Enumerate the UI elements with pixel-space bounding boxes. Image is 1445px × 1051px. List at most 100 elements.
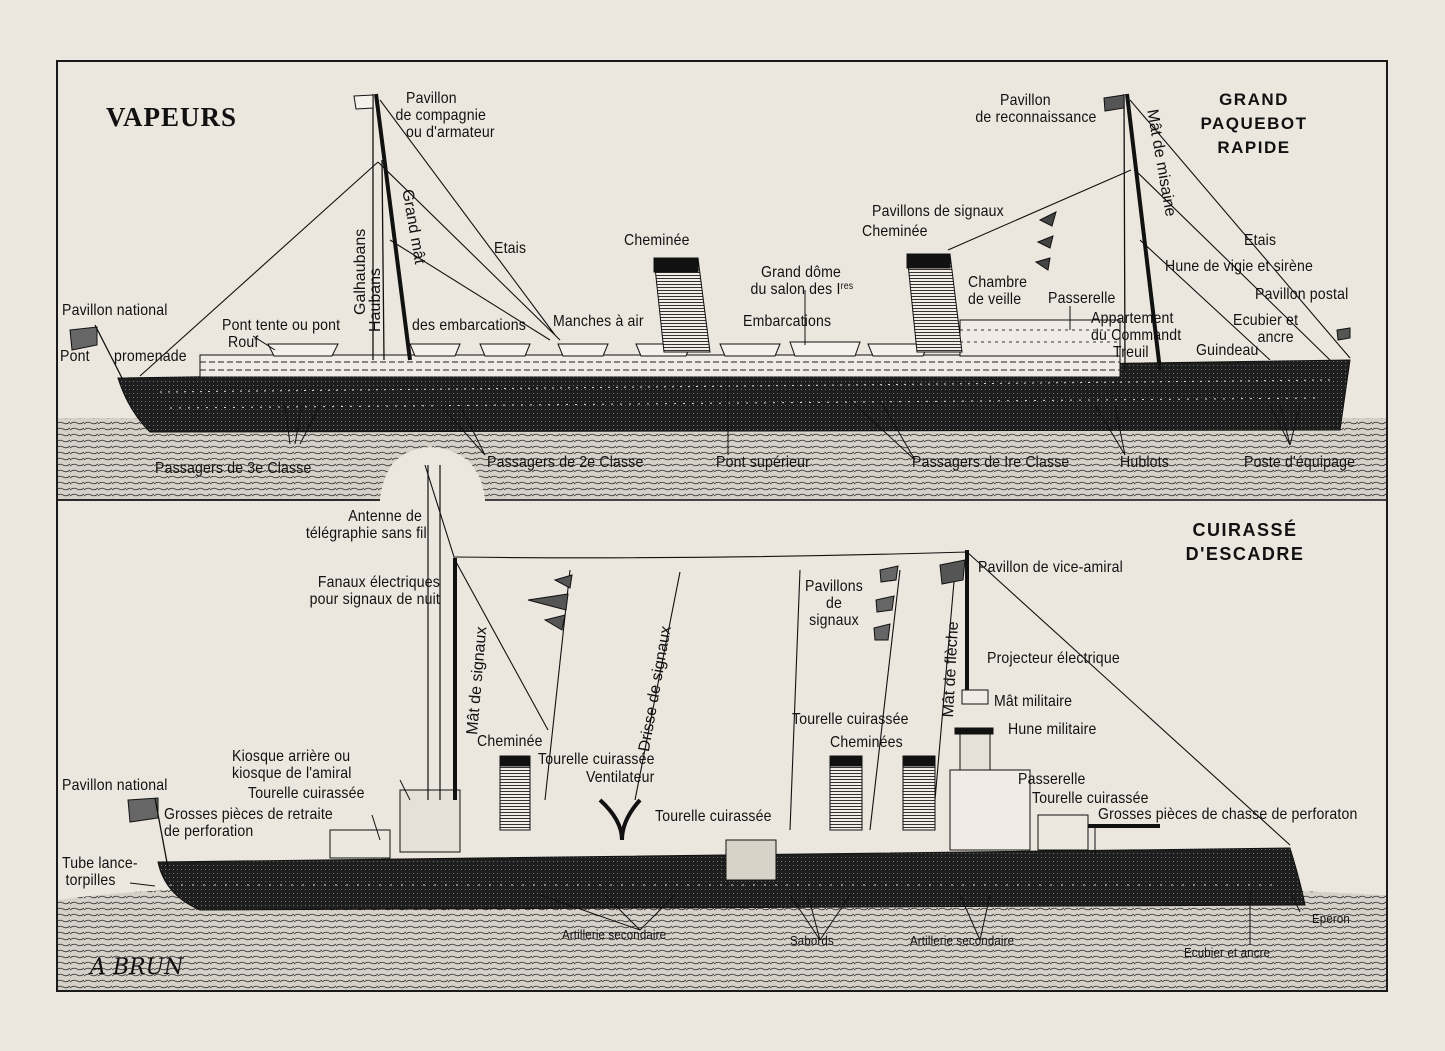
liner-main-mast	[374, 93, 412, 361]
label-passagers-3: Passagers de 3e Classe	[155, 460, 312, 477]
battleship-funnel-2	[829, 759, 863, 831]
label-line: de compagnie	[395, 107, 487, 124]
label-artillerie-2: Artillerie secondaire	[910, 933, 1015, 948]
label-tourelle-aft: Tourelle cuirassée	[248, 785, 365, 802]
battleship-ship	[127, 464, 1306, 911]
label-mat-militaire: Mât militaire	[994, 693, 1073, 710]
label-tourelle-mid: Tourelle cuirassée	[792, 711, 909, 728]
label-promenade: promenade	[114, 348, 187, 365]
label-line: torpilles	[65, 872, 116, 889]
label-sabords: Sabords	[790, 933, 834, 948]
label-artillerie-1: Artillerie secondaire	[562, 927, 667, 942]
label-line: Antenne de	[348, 508, 422, 525]
label-pavillons-de-signaux: Pavillons de signaux	[799, 578, 869, 629]
battleship-mid-turret	[725, 839, 777, 881]
label-hune-vigie: Hune de vigie et sirène	[1165, 258, 1314, 275]
label-line: de	[825, 595, 843, 612]
label-line: ancre	[1257, 329, 1294, 346]
label-chambre-veille: Chambre de veille	[968, 274, 1027, 308]
label-liner-cheminee-2: Cheminée	[862, 223, 928, 240]
label-tourelle-fore: Tourelle cuirassée	[1032, 790, 1149, 807]
battleship-funnel-1	[499, 759, 531, 831]
label-line: Appartement	[1091, 310, 1174, 327]
label-haubans: Haubans	[367, 267, 384, 332]
label-cheminees: Cheminées	[830, 734, 903, 751]
battleship-vice-admiral-flag	[939, 559, 966, 585]
liner-leaders	[252, 290, 1301, 461]
label-tourelle-lower: Tourelle cuirassée	[655, 808, 772, 825]
label-kiosque: Kiosque arrière ou kiosque de l'amiral	[232, 748, 352, 782]
label-line: télégraphie sans fil	[305, 525, 427, 542]
battleship-funnel-3	[902, 759, 936, 831]
label-line: Kiosque arrière ou	[232, 748, 351, 765]
label-projecteur: Projecteur électrique	[987, 650, 1120, 667]
label-pont: Pont	[60, 348, 90, 365]
label-fanaux: Fanaux électriques pour signaux de nuit	[283, 574, 440, 608]
label-grosses-chasse: Grosses pièces de chasse de perforaton	[1098, 806, 1358, 823]
plate-frame	[56, 60, 1388, 992]
label-line: signaux	[809, 612, 859, 629]
liner-fore-mast	[1125, 93, 1162, 371]
battleship-national-flag	[127, 797, 159, 823]
label-embarcations: Embarcations	[743, 313, 832, 330]
liner-hull	[117, 359, 1351, 433]
label-guindeau: Guindeau	[1196, 342, 1259, 359]
liner-title-line2: RAPIDE	[1217, 138, 1291, 157]
label-pavillon-vice-amiral: Pavillon de vice-amiral	[978, 559, 1123, 576]
battleship-leaders	[129, 779, 1301, 945]
label-appartement: Appartement du Commandt	[1091, 310, 1181, 344]
label-eperon: Eperon	[1312, 911, 1350, 926]
label-tube-lance-torpilles: Tube lance- torpilles	[62, 855, 138, 889]
label-hune-militaire: Hune militaire	[1008, 721, 1097, 738]
label-manches-a-air: Manches à air	[553, 313, 644, 330]
battleship-aft-turret	[329, 829, 391, 859]
label-line: de perforation	[164, 823, 254, 840]
label-pont-superieur: Pont supérieur	[716, 454, 811, 471]
label-line: Pavillons	[805, 578, 863, 595]
label-line: du Commandt	[1091, 327, 1182, 344]
battleship-fore-turret	[1037, 814, 1089, 851]
label-hublots: Hublots	[1120, 454, 1169, 471]
label-line: Ecubier et	[1233, 312, 1299, 329]
label-cheminee-bs: Cheminée	[477, 733, 543, 750]
label-line: de reconnaissance	[975, 109, 1097, 126]
label-antenne: Antenne de télégraphie sans fil	[305, 508, 427, 542]
label-line: du salon des I	[750, 281, 841, 298]
label-line: kiosque de l'amiral	[232, 765, 352, 782]
label-line: Grosses pièces de retraite	[164, 806, 333, 823]
label-line: Pavillon	[1000, 92, 1051, 109]
label-passagers-2: Passagers de 2e Classe	[487, 454, 644, 471]
liner-national-flag	[69, 326, 98, 351]
label-des-embarcations: des embarcations	[412, 317, 526, 334]
artist-signature: A BRUN	[90, 955, 184, 980]
label-company-flag: Pavillon de compagnie ou d'armateur	[395, 90, 495, 141]
label-treuil: Treuil	[1113, 344, 1149, 361]
label-line: ou d'armateur	[406, 124, 495, 141]
label-tourelle-centre: Tourelle cuirassée	[538, 751, 655, 768]
label-sup: res	[840, 281, 854, 292]
label-liner-national-flag: Pavillon national	[62, 302, 168, 319]
label-etais-aft: Etais	[494, 240, 527, 257]
liner-title: GRAND PAQUEBOT RAPIDE	[1170, 88, 1338, 160]
plate-category-title: VAPEURS	[106, 102, 238, 132]
label-pavillon-postal: Pavillon postal	[1255, 286, 1349, 303]
liner-ship	[69, 93, 1351, 433]
label-line: pour signaux de nuit	[309, 591, 440, 608]
label-pavillons-signaux: Pavillons de signaux	[872, 203, 1004, 220]
label-line: Grand dôme	[761, 264, 842, 281]
label-grosses-retraite: Grosses pièces de retraite de perforatio…	[164, 806, 333, 840]
label-line: Fanaux électriques	[317, 574, 440, 591]
label-line: Pavillon	[406, 90, 457, 107]
liner-funnel-2	[906, 253, 963, 353]
label-ventilateur: Ventilateur	[586, 769, 655, 786]
label-bs-national-flag: Pavillon national	[62, 777, 168, 794]
label-line: de veille	[968, 291, 1022, 308]
label-liner-cheminee-1: Cheminée	[624, 232, 690, 249]
liner-recognition-flag	[1103, 94, 1125, 112]
label-passerelle-bs: Passerelle	[1018, 771, 1086, 788]
label-passerelle: Passerelle	[1048, 290, 1116, 307]
liner-company-flag	[353, 94, 374, 110]
label-ecubier-liner: Ecubier et ancre	[1233, 312, 1298, 346]
label-poste-equipage: Poste d'équipage	[1244, 454, 1356, 471]
